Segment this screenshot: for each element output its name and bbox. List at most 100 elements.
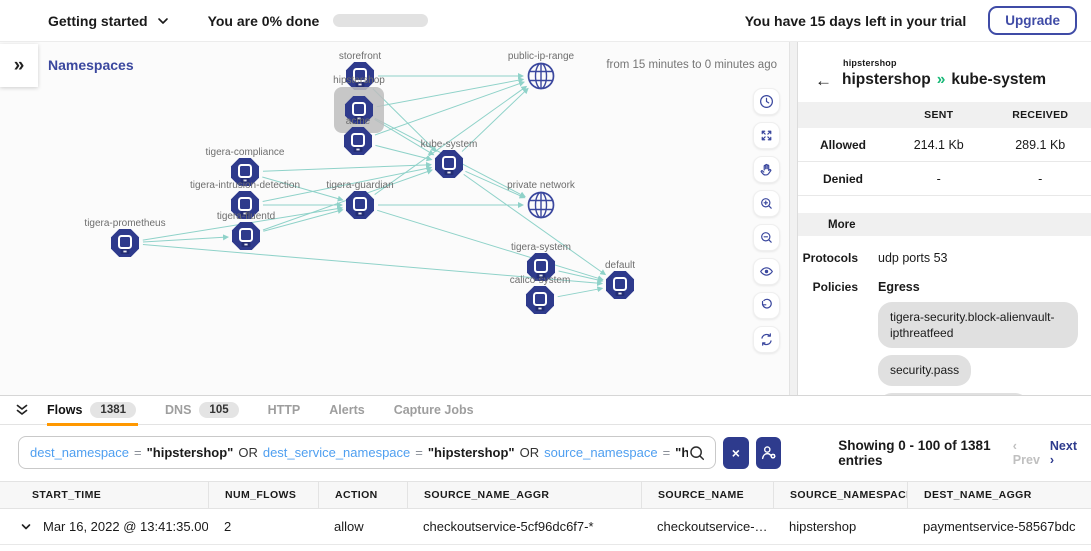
service-graph[interactable]: storefront public-ip-range hipstershopacme…	[0, 42, 790, 395]
service-graph-panel: » Namespaces from 15 minutes to 0 minute…	[0, 42, 790, 395]
collapse-panel-icon[interactable]	[14, 402, 30, 418]
graph-edge	[263, 208, 344, 232]
graph-edge	[375, 144, 433, 162]
graph-node-label: storefront	[339, 51, 381, 62]
graph-edge	[142, 234, 230, 243]
column-header-num_flows[interactable]: NUM_FLOWS	[208, 482, 318, 508]
more-section-header[interactable]: More	[798, 213, 1091, 236]
graph-node-label: tigera-fluentd	[217, 211, 275, 222]
time-range-label: from 15 minutes to 0 minutes ago	[606, 59, 777, 71]
fit-screen-button[interactable]	[753, 122, 780, 149]
column-header-dest_name_aggr[interactable]: DEST_NAME_AGGR	[907, 482, 1091, 508]
graph-node-tigera-fluentd[interactable]: tigera-fluentd	[217, 211, 275, 250]
graph-node-acme[interactable]: acme	[344, 116, 372, 155]
upgrade-button[interactable]: Upgrade	[988, 6, 1077, 35]
refresh-button[interactable]	[753, 326, 780, 353]
graph-node-private-network[interactable]: private network	[507, 180, 576, 219]
detail-panel: hipstershop ← hipstershop»kube-system SE…	[797, 42, 1091, 395]
graph-node-tigera-guardian[interactable]: tigera-guardian	[326, 180, 394, 219]
graph-node-storefront[interactable]: storefront	[339, 51, 381, 90]
eye-button[interactable]	[753, 258, 780, 285]
table-cell: paymentservice-58567bdc	[923, 519, 1076, 534]
prev-page-button[interactable]: ‹ Prev	[1012, 438, 1040, 467]
getting-started-menu[interactable]: Getting started	[48, 12, 148, 29]
graph-node-default[interactable]: default	[605, 260, 635, 299]
clock-button[interactable]	[753, 88, 780, 115]
graph-node-calico-system[interactable]: calico-system	[510, 275, 571, 314]
graph-edge	[465, 170, 526, 199]
graph-edge	[463, 173, 607, 276]
protocols-row: Protocols udp ports 53	[802, 251, 948, 265]
fit-screen-icon	[761, 130, 772, 141]
graph-toolbar	[753, 88, 780, 353]
undo-button[interactable]	[753, 292, 780, 319]
graph-node-kube-system[interactable]: kube-system	[421, 139, 478, 178]
graph-node-label: tigera-guardian	[326, 180, 393, 191]
policy-tag[interactable]: tigera-security.block-alienvault-ipthrea…	[878, 302, 1078, 349]
detail-title: hipstershop»kube-system	[842, 71, 1047, 88]
graph-node-label: tigera-system	[511, 242, 571, 253]
graph-edge	[374, 85, 528, 195]
search-icon[interactable]	[688, 444, 706, 462]
policy-tag[interactable]: security.pass	[878, 355, 972, 386]
progress-bar	[333, 14, 429, 27]
graph-node-label: kube-system	[421, 139, 478, 150]
next-page-button[interactable]: Next ›	[1049, 438, 1077, 467]
graph-node-tigera-compliance[interactable]: tigera-compliance	[206, 147, 285, 186]
tab-badge: 105	[199, 402, 239, 418]
filter-token-bool: OR	[519, 445, 540, 460]
graph-node-hipstershop[interactable]: hipstershop	[333, 75, 385, 133]
table-cell: checkoutservice-5cf96dc6f7-*	[423, 519, 594, 534]
column-header-start_time[interactable]: START_TIME	[32, 489, 102, 501]
graph-node-label: private network	[507, 180, 576, 191]
back-arrow-icon[interactable]: ←	[815, 70, 832, 90]
refresh-icon	[761, 333, 772, 346]
filter-token-bool: OR	[238, 445, 258, 460]
filter-token-field: source_namespace	[544, 445, 658, 460]
pan-button[interactable]	[753, 156, 780, 183]
sidebar-expand-button[interactable]: »	[0, 44, 38, 87]
detail-namespace-label: hipstershop	[843, 58, 897, 68]
tab-http[interactable]: HTTP	[267, 403, 301, 417]
user-settings-button[interactable]	[755, 436, 782, 469]
policy-tags: tigera-security.block-alienvault-ipthrea…	[878, 302, 1079, 395]
policies-row: Policies Egress	[812, 280, 920, 294]
tab-alerts[interactable]: Alerts	[329, 403, 365, 417]
graph-node-tigera-system[interactable]: tigera-system	[511, 242, 571, 281]
graph-edge	[262, 176, 344, 202]
graph-node-label: tigera-compliance	[206, 147, 285, 158]
expand-row-icon[interactable]	[20, 521, 32, 533]
graph-node-tigera-intrusion-detection[interactable]: tigera-intrusion-detection	[190, 180, 300, 219]
filter-token-field: dest_namespace	[30, 445, 130, 460]
flow-direction-icon: »	[936, 71, 946, 88]
trial-countdown: You have 15 days left in your trial	[744, 12, 967, 29]
chevron-down-icon[interactable]	[156, 14, 170, 28]
column-header-source_namespace[interactable]: SOURCE_NAMESPACE	[773, 482, 907, 508]
tab-badge: 1381	[90, 402, 137, 418]
tab-capture-jobs[interactable]: Capture Jobs	[393, 403, 474, 417]
pagination: ‹ Prev Next ›	[1013, 439, 1077, 467]
filter-token-field: dest_service_namespace	[262, 445, 411, 460]
clear-filter-button[interactable]: ×	[723, 436, 749, 469]
graph-node-label: calico-system	[510, 275, 571, 286]
zoom-out-button[interactable]	[753, 224, 780, 251]
graph-node-public-ip-range[interactable]: public-ip-range	[508, 51, 575, 90]
column-header-action[interactable]: ACTION	[318, 482, 407, 508]
column-header-source_name[interactable]: SOURCE_NAME	[641, 482, 773, 508]
zoom-in-button[interactable]	[753, 190, 780, 217]
filter-token-op: =	[415, 445, 423, 460]
graph-node-tigera-prometheus[interactable]: tigera-prometheus	[84, 218, 166, 257]
column-header-source_name_aggr[interactable]: SOURCE_NAME_AGGR	[407, 482, 641, 508]
graph-edge	[262, 165, 433, 202]
graph-edge	[376, 77, 525, 108]
graph-edge	[374, 118, 435, 156]
policy-tag[interactable]: platform.allow-kube-dns	[878, 392, 1030, 395]
